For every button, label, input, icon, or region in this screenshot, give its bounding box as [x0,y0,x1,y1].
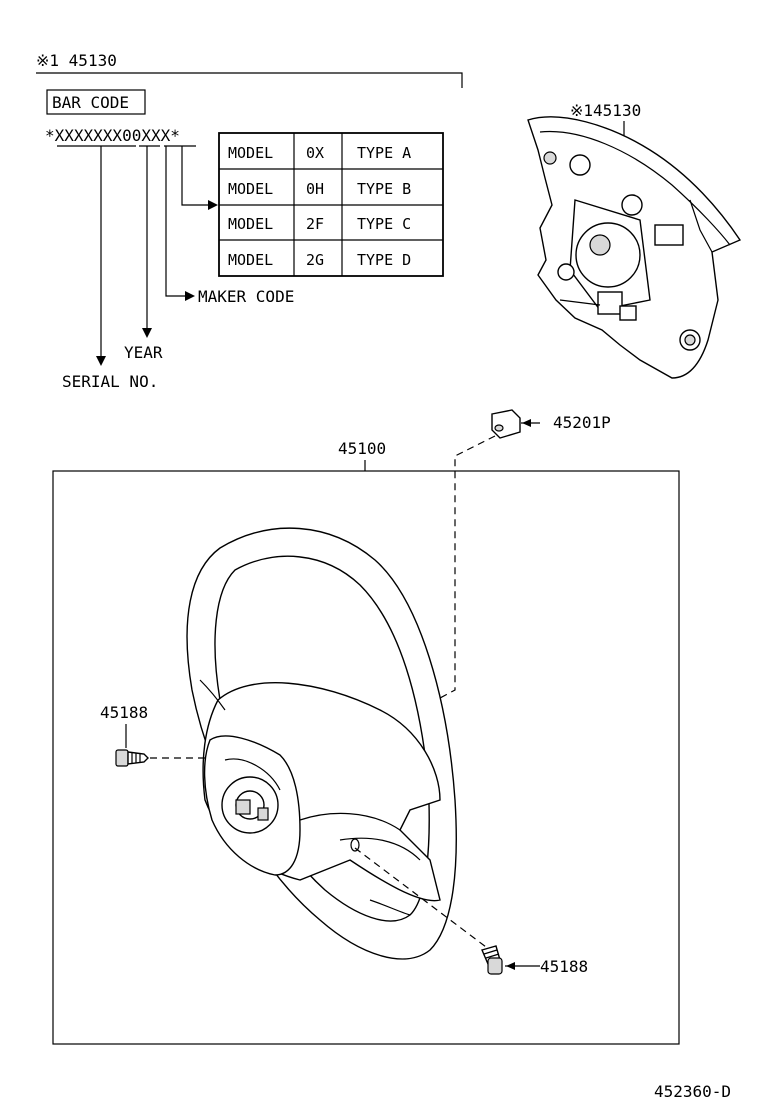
maker-to-table-leader [181,146,210,206]
top-ref-bracket [36,72,463,88]
screw-left-part-ref: 45188 [100,703,148,722]
table-row-3-model: MODEL [228,215,273,233]
wheel-assembly-frame [52,470,680,1045]
airbag-pad-illustration [527,116,742,379]
code-table: MODEL 0X TYPE A MODEL 0H TYPE B MODEL 2F… [218,132,444,277]
nut-45201p-icon [491,409,521,439]
steering-wheel-illustration [186,527,457,960]
table-row-4-model: MODEL [228,251,273,269]
serial-arrow [96,356,106,366]
bar-code-label: BAR CODE [52,93,129,112]
table-row-2-type: TYPE B [357,180,411,198]
serial-no-label: SERIAL NO. [62,372,158,391]
table-row-2-model: MODEL [228,180,273,198]
table-arrow [208,200,218,210]
screw-right-dashed-leader [354,847,491,951]
screw-right-icon [481,945,503,975]
maker-code-arrow [185,291,195,301]
nut-part-ref: 45201P [553,413,611,432]
top-part-ref: ※1 45130 [36,51,117,70]
year-label: YEAR [124,343,163,362]
maker-code-leader [165,146,187,297]
table-row-1-code: 0X [306,144,324,162]
screw-left-icon [115,749,149,767]
nut-ref-arrow [522,419,531,427]
table-row-4-code: 2G [306,251,324,269]
bar-code-pattern: *XXXXXXX00XXX* [45,126,180,145]
screw-right-part-ref: 45188 [540,957,588,976]
wheel-part-ref: 45100 [338,439,386,458]
table-row-1-model: MODEL [228,144,273,162]
table-row-4-type: TYPE D [357,251,411,269]
pad-part-ref: ※145130 [570,101,641,120]
table-row-1-type: TYPE A [357,144,411,162]
table-row-3-type: TYPE C [357,215,411,233]
maker-code-label: MAKER CODE [198,287,294,306]
bar-code-box [46,89,146,115]
screw-right-ref-arrow [506,962,515,970]
table-row-3-code: 2F [306,215,324,233]
table-row-2-code: 0H [306,180,324,198]
year-arrow [142,328,152,338]
diagram-id: 452360-D [654,1082,731,1101]
